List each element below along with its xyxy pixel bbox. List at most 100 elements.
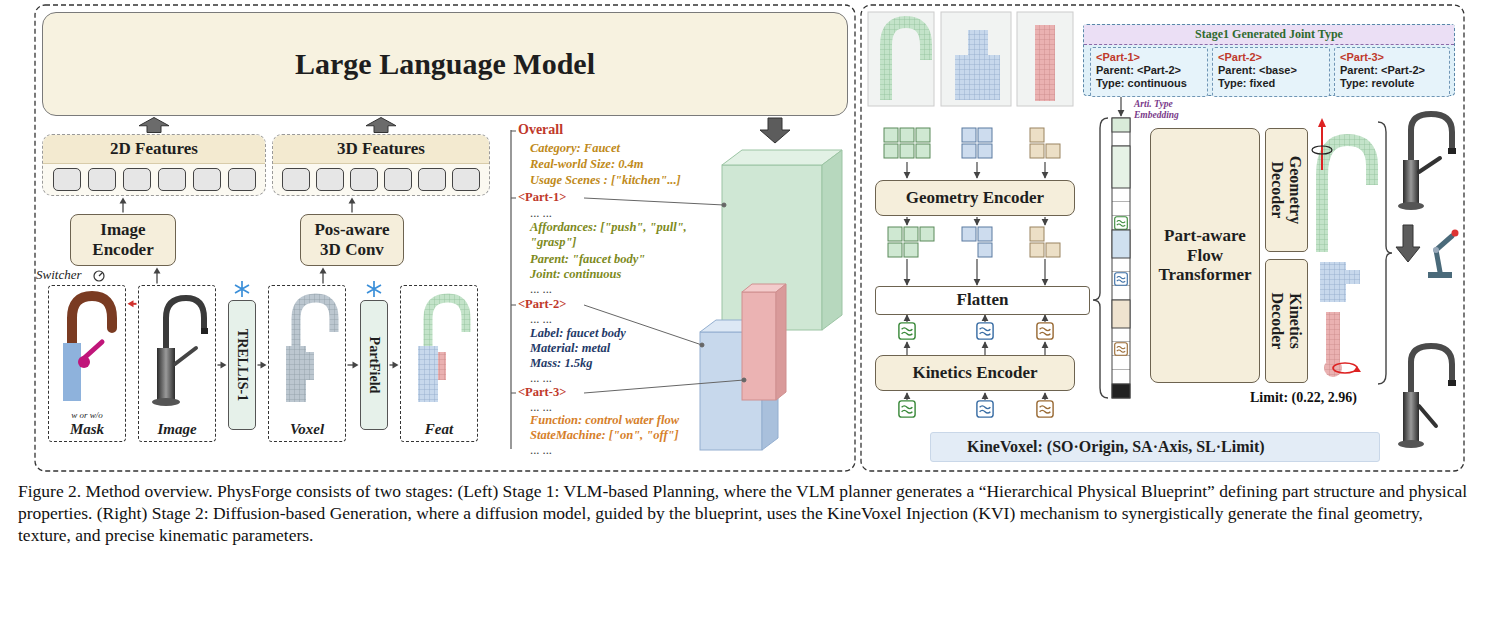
annotation-text: Limit: (0.22, 2.96): [1250, 391, 1390, 406]
blueprint-field: <Part-2>: [518, 297, 638, 312]
node-label: PartField: [366, 304, 381, 426]
feature-band: 3D Features: [272, 134, 490, 196]
illustration-shape: [984, 393, 985, 400]
illustration-shape: [1115, 343, 1128, 356]
illustration-shape: [1411, 114, 1452, 162]
node-label: Feat: [425, 421, 453, 438]
arrow-head: [128, 300, 134, 307]
node-label: Geometry Decoder: [1268, 132, 1303, 248]
panel-frames: [35, 5, 1464, 471]
illustration-shape: [906, 342, 907, 355]
illustration-shape: [1312, 146, 1332, 154]
annotation-text: Arti. Type Embedding: [1134, 99, 1198, 121]
illustration-shape: [722, 203, 726, 207]
input-panel: Image: [138, 285, 216, 442]
encoder-box: Image Encoder: [70, 214, 176, 266]
feature-token: [88, 168, 116, 191]
kinevoxel-band: KineVoxel: (SO·Origin, SA·Axis, SL·Limit…: [930, 432, 1380, 462]
illustration-shape: [1017, 12, 1073, 106]
node-label: <Part-1>: [1096, 51, 1140, 64]
illustration-shape: [201, 328, 208, 334]
illustration-shape: [941, 12, 1011, 106]
input-panel: Feat: [400, 285, 478, 442]
feature-token: [193, 168, 221, 191]
blueprint-field: Affordances: ["push", "pull", "grasp"]: [530, 220, 705, 249]
feature-token: [123, 168, 151, 191]
feature-token: [228, 168, 256, 191]
illustration-shape: [1030, 243, 1044, 257]
feat-illustration: [418, 298, 466, 402]
illustration-shape: [955, 55, 1000, 100]
connector: [139, 118, 169, 133]
illustration-shape: [742, 378, 746, 382]
switcher-dial: [94, 271, 104, 281]
illustration-shape: [962, 227, 976, 241]
illustration-shape: [1037, 401, 1053, 417]
block-arrow: [139, 118, 169, 133]
illustration-shape: [418, 346, 438, 402]
illustration-shape: [906, 162, 907, 178]
illustration-shape: [175, 348, 196, 364]
illustration-shape: [1115, 273, 1128, 286]
illustration-shape: [1112, 118, 1130, 398]
illustration-shape: [899, 323, 915, 339]
connector: [218, 362, 227, 369]
illustration-shape: [1035, 25, 1055, 101]
node-label: Pos-aware 3D Conv: [305, 220, 399, 259]
illustration-shape: [978, 144, 992, 158]
arrow-head: [120, 198, 127, 204]
part-box-illustration: [700, 150, 842, 450]
encoder-box: Geometry Encoder: [875, 180, 1075, 216]
annotation-text: Switcher: [36, 268, 98, 283]
node-label: Part-aware Flow Transformer: [1155, 226, 1255, 285]
blueprint-field: Parent: "faucet body": [530, 252, 710, 267]
joint-type-cell: <Part-2>Parent: <base>Type: fixed: [1212, 47, 1330, 97]
illustration-shape: [1044, 259, 1045, 285]
illustration-shape: [888, 227, 934, 257]
encoder-box: Pos-aware 3D Conv: [300, 214, 404, 266]
illustration-shape: [1411, 346, 1452, 392]
illustration-shape: [1044, 162, 1045, 178]
illustration-shape: [99, 273, 102, 276]
part-thumbnails: [868, 12, 1073, 106]
connector-line: [122, 203, 123, 213]
blueprint-field: Function: control water flow: [530, 413, 712, 428]
illustration-shape: [72, 296, 112, 345]
flatten-box: Flatten: [875, 286, 1090, 315]
illustration-shape: [1346, 270, 1360, 284]
image-illustration: [152, 298, 208, 406]
illustration-shape: [884, 128, 930, 158]
final-faucet: [1398, 114, 1456, 210]
connector-line: [322, 273, 323, 284]
illustration-shape: [152, 398, 180, 406]
arrow-head: [320, 268, 327, 274]
connector-line: [156, 273, 157, 284]
illustration-shape: [1321, 124, 1323, 170]
blueprint-tree: [511, 130, 516, 449]
input-panel: w or w/oMask: [48, 285, 126, 442]
illustration-shape: [884, 144, 898, 158]
connector: [128, 300, 137, 307]
node-label: Kinetics Encoder: [912, 363, 1037, 383]
connector-line: [351, 203, 352, 213]
node-label: <Part-2>: [1218, 51, 1262, 64]
illustration-shape: [428, 298, 466, 350]
illustration-shape: [906, 315, 907, 322]
illustration-shape: [978, 227, 992, 241]
illustration-shape: [722, 150, 842, 165]
blueprint-field: ... ...: [530, 371, 650, 386]
illustration-shape: [899, 401, 915, 417]
illustration-shape: [166, 298, 204, 350]
arrow-head: [261, 362, 267, 369]
feature-token: [350, 168, 378, 191]
illustration-shape: [63, 343, 81, 401]
blueprint-field: Real-world Size: 0.4m: [530, 157, 712, 172]
feature-token: [53, 168, 81, 191]
encoder-box: Kinetics Encoder: [875, 355, 1075, 391]
node-label: Stage1 Generated Joint Type: [1084, 25, 1454, 45]
illustration-shape: [78, 356, 90, 368]
figure-caption: Figure 2. Method overview. PhysForge con…: [18, 480, 1480, 546]
illustration-shape: [977, 401, 993, 417]
node-label: Large Language Model: [295, 47, 595, 81]
illustration-shape: [976, 259, 977, 285]
